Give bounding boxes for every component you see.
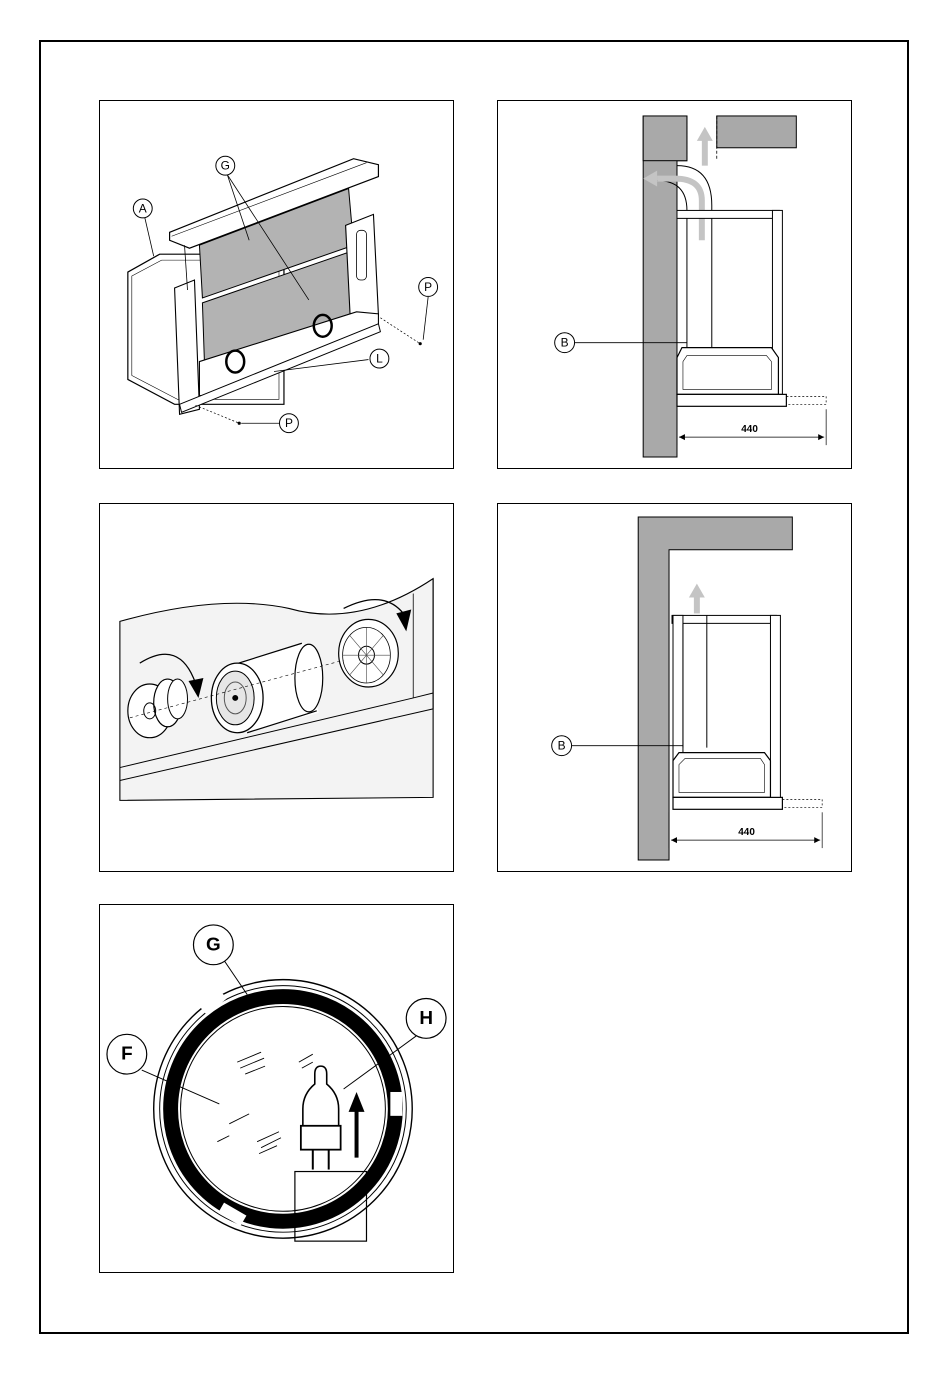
- label-l: L: [370, 349, 389, 368]
- label-p-right: P: [419, 278, 438, 297]
- label-a: A: [133, 199, 152, 218]
- svg-text:A: A: [139, 201, 147, 215]
- air-flow-arrow-icon: [697, 127, 713, 166]
- label-f: F: [107, 1034, 147, 1074]
- svg-text:H: H: [419, 1008, 433, 1029]
- svg-text:P: P: [285, 416, 293, 430]
- figure-charcoal-filter: [99, 503, 454, 872]
- svg-text:F: F: [121, 1044, 133, 1065]
- charcoal-filter-drawing: [100, 504, 453, 871]
- label-g: G: [193, 925, 233, 965]
- dimension-label: 440: [738, 827, 755, 838]
- lamp-drawing: G H F: [100, 905, 453, 1272]
- label-b: B: [552, 736, 572, 756]
- label-p-bottom: P: [279, 414, 298, 433]
- label-g: G: [216, 156, 235, 175]
- air-flow-arrow-icon: [689, 584, 705, 614]
- svg-text:L: L: [376, 352, 383, 366]
- figure-hood-filters: A G P L P: [99, 100, 454, 469]
- label-h: H: [406, 999, 446, 1039]
- svg-text:P: P: [424, 280, 432, 294]
- label-b: B: [555, 333, 575, 353]
- svg-text:B: B: [558, 739, 566, 753]
- grid-cap-icon: [339, 619, 399, 687]
- dimension-label: 440: [741, 424, 758, 435]
- ceiling: [717, 116, 797, 148]
- hood-drawing: A G P L P: [100, 101, 453, 468]
- recirculating-drawing: 440 B: [498, 504, 851, 871]
- svg-text:B: B: [561, 336, 569, 350]
- figure-recirculating-installation: 440 B: [497, 503, 852, 872]
- ducted-drawing: 440 B: [498, 101, 851, 468]
- svg-text:G: G: [206, 934, 221, 955]
- figure-lamp-replacement: G H F: [99, 904, 454, 1273]
- svg-text:G: G: [221, 159, 230, 173]
- figure-ducted-installation: 440 B: [497, 100, 852, 469]
